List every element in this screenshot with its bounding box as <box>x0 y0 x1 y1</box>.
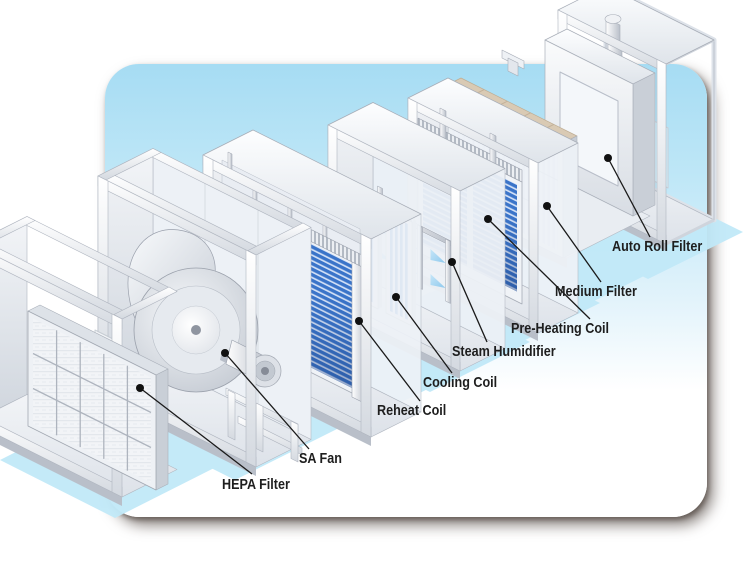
roll-bracket <box>501 49 525 77</box>
hepa-filter-bank <box>27 304 169 491</box>
label-cooling-coil: Cooling Coil <box>423 374 498 391</box>
callout-dot-pre-heating-coil <box>484 215 492 223</box>
label-steam-humidifier: Steam Humidifier <box>452 343 556 360</box>
callout-dot-reheat-coil <box>355 317 363 325</box>
callout-line-hepa-filter <box>139 387 253 475</box>
label-medium-filter: Medium Filter <box>555 283 637 300</box>
label-hepa-filter: HEPA Filter <box>222 476 290 493</box>
callout-dot-auto-roll-filter <box>604 154 612 162</box>
label-sa-fan: SA Fan <box>299 450 342 467</box>
callout-dot-medium-filter <box>543 202 551 210</box>
callout-line-sa-fan <box>224 352 310 450</box>
label-reheat-coil: Reheat Coil <box>377 402 447 419</box>
callout-line-reheat-coil <box>358 320 421 402</box>
callout-dot-sa-fan <box>221 349 229 357</box>
callout-line-steam-humidifier <box>451 261 488 343</box>
callout-dot-cooling-coil <box>392 293 400 301</box>
callout-dot-hepa-filter <box>136 384 144 392</box>
callout-line-cooling-coil <box>395 296 453 374</box>
callout-dot-steam-humidifier <box>448 258 456 266</box>
unit-hepa-filter <box>0 216 178 506</box>
callouts <box>139 157 651 475</box>
callout-line-auto-roll-filter <box>607 157 651 238</box>
callout-dots <box>136 154 612 392</box>
callout-line-pre-heating-coil <box>487 218 591 320</box>
top-frame <box>0 216 178 320</box>
callout-line-medium-filter <box>546 205 602 283</box>
top-frame <box>97 148 312 256</box>
label-auto-roll-filter: Auto Roll Filter <box>612 238 703 255</box>
label-pre-heating-coil: Pre-Heating Coil <box>511 320 610 337</box>
